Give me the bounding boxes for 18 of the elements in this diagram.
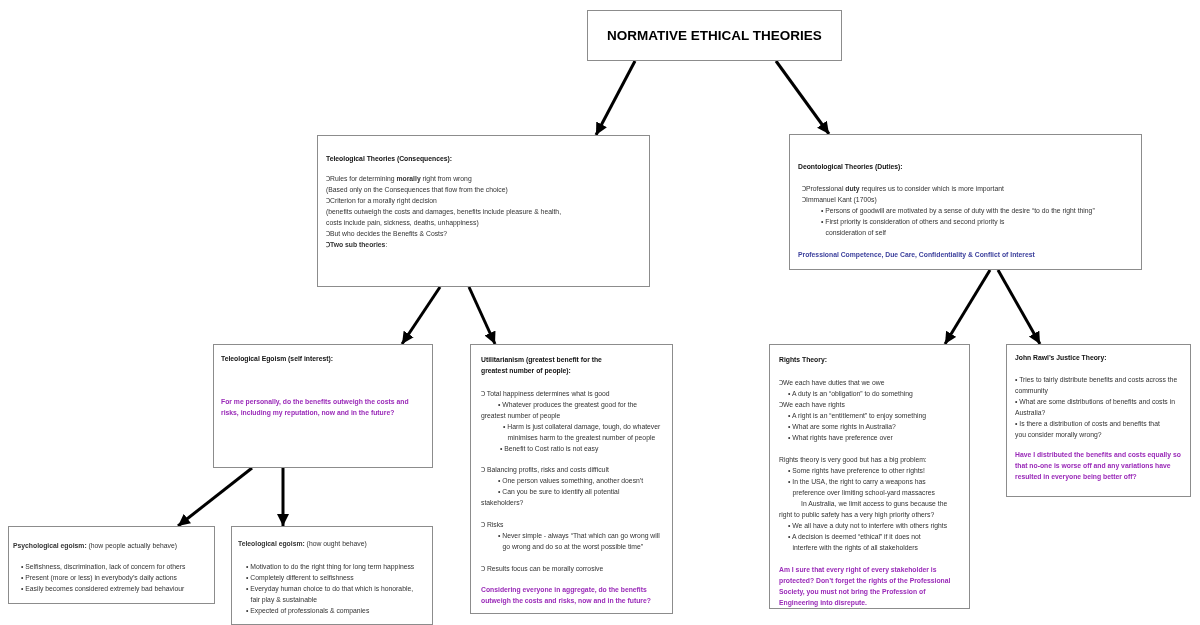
theory-card [231,526,433,625]
arrow [774,60,831,135]
arrow [996,269,1042,345]
arrow [594,60,637,136]
arrow [400,286,442,345]
title-box [587,10,842,61]
title-text: NORMATIVE ETHICAL THEORIES [607,27,822,44]
arrow [177,466,253,528]
theory-card [213,344,433,468]
theory-card [317,135,650,287]
theory-card [1006,344,1191,497]
arrow [277,468,289,526]
arrow [943,269,992,345]
theory-card [8,526,215,604]
arrow [467,286,497,345]
theory-card [470,344,673,614]
theory-card [769,344,970,609]
theory-card [789,134,1142,270]
